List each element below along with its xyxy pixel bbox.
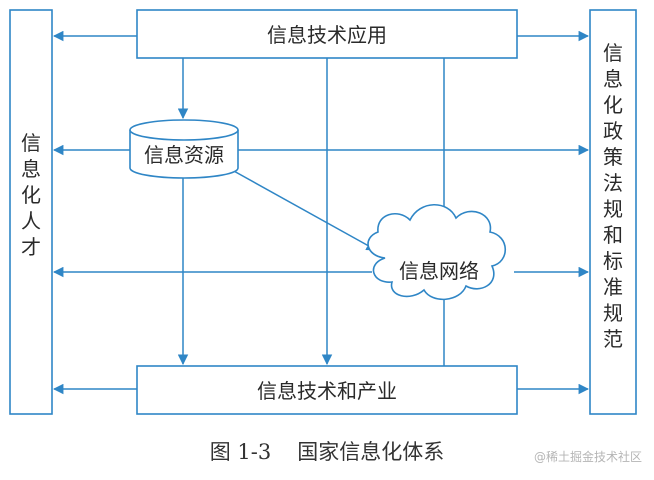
diagram-svg: 信息技术应用 信息技术和产业 信息化人才 信息化政策法规和标准规范 信息 [9,9,637,415]
vertical-char: 和 [603,223,623,247]
vertical-char: 信 [603,41,623,65]
vertical-char: 准 [603,275,623,299]
figure-title: 国家信息化体系 [297,440,445,464]
vertical-char: 化 [21,183,41,207]
vertical-char: 人 [21,209,41,233]
top-box [136,9,518,59]
database-icon [129,119,239,179]
cloud-label: 信息网络 [399,259,479,283]
cloud-icon [367,204,506,301]
arrow-db-to-cloud [231,169,377,251]
vertical-char: 化 [603,93,623,117]
watermark: @稀土掘金技术社区 [533,450,642,464]
vertical-char: 信 [21,131,41,155]
right-box-label: 信息化政策法规和标准规范 [603,41,623,351]
database-label: 信息资源 [144,143,224,167]
top-box-label: 信息技术应用 [267,23,387,47]
vertical-char: 标 [603,249,623,273]
vertical-char: 策 [603,145,623,169]
vertical-char: 法 [603,171,623,195]
right-box [589,9,637,415]
vertical-char: 息 [21,157,41,181]
vertical-char: 规 [603,301,623,325]
left-box [9,9,53,415]
figure-number: 图 1-3 [209,440,272,464]
vertical-char: 范 [603,327,623,351]
vertical-char: 规 [603,197,623,221]
figure-caption: 图 1-3 国家信息化体系 [0,436,654,466]
vertical-char: 政 [603,119,623,143]
vertical-char: 息 [603,67,623,91]
left-box-label: 信息化人才 [21,131,41,259]
bottom-box [136,365,518,415]
vertical-char: 才 [21,235,41,259]
bottom-box-label: 信息技术和产业 [257,379,397,403]
